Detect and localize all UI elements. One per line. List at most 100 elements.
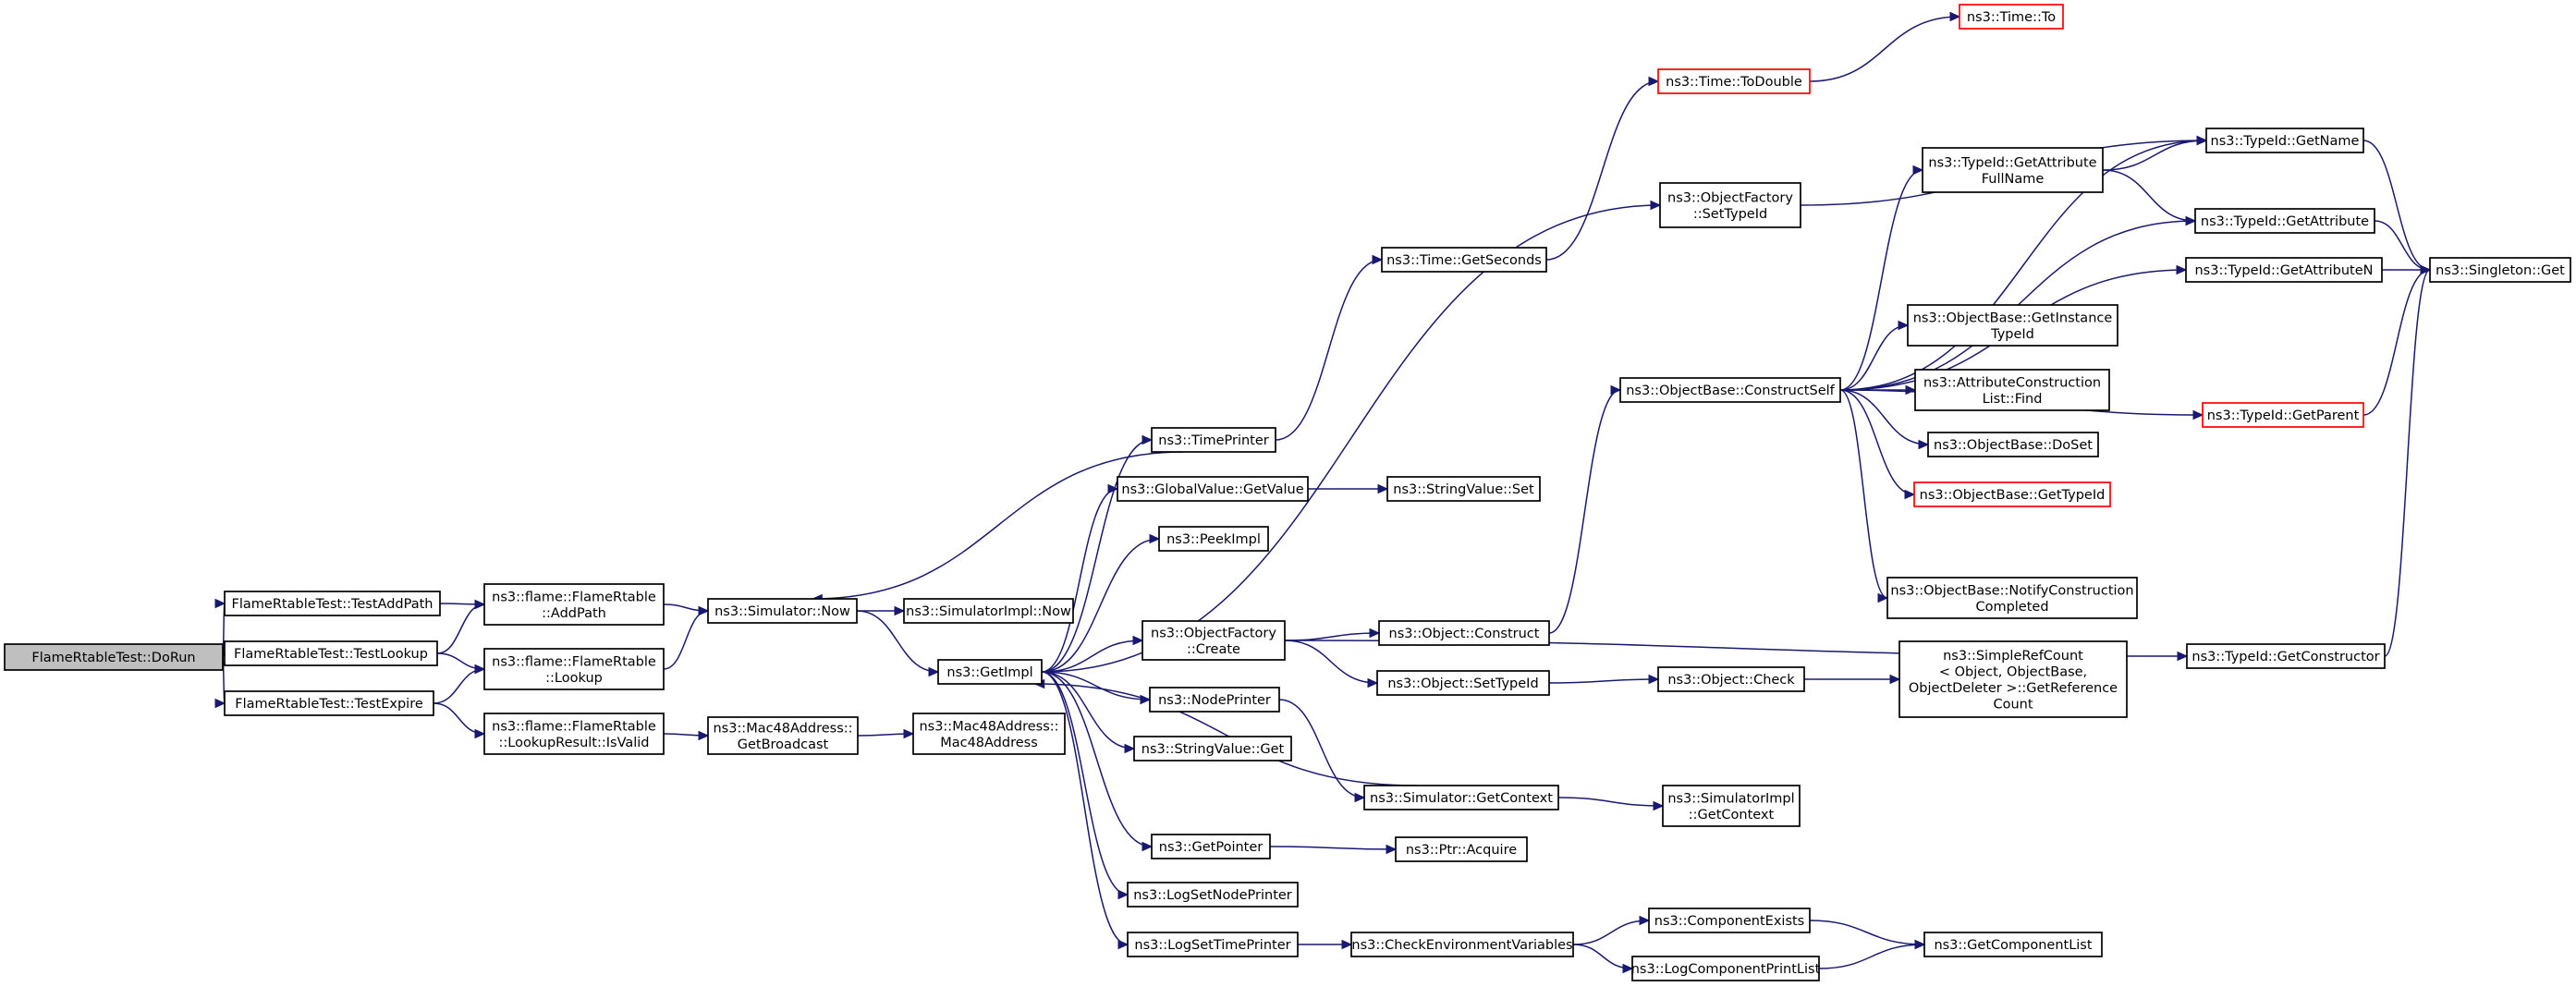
edge-line [1041, 538, 1160, 673]
node-getname[interactable]: ns3::TypeId::GetName [2205, 128, 2364, 153]
edge-line [2384, 269, 2431, 657]
node-box [1133, 736, 1292, 762]
node-getconstructor[interactable]: ns3::TypeId::GetConstructor [2186, 643, 2386, 669]
edge-arrowhead [1610, 384, 1622, 396]
node-singletonget[interactable]: ns3::Singleton::Get [2429, 257, 2571, 283]
node-getbroadcast[interactable]: ns3::Mac48Address::GetBroadcast [707, 716, 859, 755]
node-ofcreate[interactable]: ns3::ObjectFactory::Create [1141, 620, 1286, 661]
edge-line [433, 668, 485, 704]
node-box [912, 713, 1066, 755]
node-getparent[interactable]: ns3::TypeId::GetParent [2202, 402, 2364, 428]
node-logtimeprinter[interactable]: ns3::LogSetTimePrinter [1127, 932, 1299, 957]
edge-arrowhead [1369, 628, 1381, 639]
node-objcheck[interactable]: ns3::Object::Check [1657, 666, 1805, 692]
edge-line [1548, 678, 1659, 684]
node-testlookup[interactable]: FlameRtableTest::TestLookup [224, 640, 438, 666]
node-label: ns3::GlobalValue::GetValue [1121, 482, 1303, 497]
node-addpath[interactable]: ns3::flame::FlameRtable::AddPath [483, 583, 665, 626]
node-label: TypeId [1990, 327, 2034, 342]
node-label: ns3::StringValue::Set [1393, 482, 1534, 497]
node-ptracquire[interactable]: ns3::Ptr::Acquire [1395, 836, 1528, 862]
node-label: FlameRtableTest::TestAddPath [232, 597, 433, 612]
node-isvalid[interactable]: ns3::flame::FlameRtable::LookupResult::I… [483, 713, 665, 755]
node-constructself[interactable]: ns3::ObjectBase::ConstructSelf [1619, 377, 1841, 403]
edge-compexists-to-getcomplist [1809, 920, 1926, 950]
edge-arrowhead [1639, 915, 1651, 926]
node-getcomplist[interactable]: ns3::GetComponentList [1923, 932, 2103, 957]
node-logcompprint[interactable]: ns3::LogComponentPrintList [1631, 956, 1821, 981]
edge-line [1041, 671, 1129, 945]
node-box [903, 598, 1074, 624]
node-box [2202, 402, 2364, 428]
node-box [1381, 247, 1547, 273]
node-box [1927, 432, 2099, 457]
node-testaddpath[interactable]: FlameRtableTest::TestAddPath [224, 591, 441, 616]
node-notifyconstr[interactable]: ns3::ObjectBase::NotifyConstructionCompl… [1886, 577, 2138, 619]
edge-arrowhead [1354, 792, 1366, 803]
node-getimpl[interactable]: ns3::GetImpl [937, 659, 1043, 685]
edge-getimpl-to-timeprinter [1041, 434, 1154, 673]
node-ofsettypeid[interactable]: ns3::ObjectFactory::SetTypeId [1659, 182, 1801, 228]
node-box [1158, 526, 1269, 552]
node-objsettypeid[interactable]: ns3::Object::SetTypeId [1376, 670, 1550, 696]
node-objconstruct[interactable]: ns3::Object::Construct [1378, 620, 1550, 646]
edge-arrowhead [1650, 200, 1662, 211]
node-simimplgetcontext[interactable]: ns3::SimulatorImpl::GetContext [1662, 785, 1801, 827]
node-timeprinter[interactable]: ns3::TimePrinter [1151, 427, 1276, 453]
edge-line [1839, 324, 1909, 391]
edge-arrowhead [1905, 384, 1917, 396]
node-gvgetvalue[interactable]: ns3::GlobalValue::GetValue [1117, 476, 1309, 502]
node-obdoset[interactable]: ns3::ObjectBase::DoSet [1927, 432, 2099, 457]
node-lognodeprinter[interactable]: ns3::LogSetNodePrinter [1127, 882, 1299, 908]
edge-arrowhead [1367, 677, 1379, 688]
edge-arrowhead [894, 605, 906, 616]
node-getattributen[interactable]: ns3::TypeId::GetAttributeN [2185, 257, 2383, 283]
node-getattribute[interactable]: ns3::TypeId::GetAttribute [2194, 208, 2375, 234]
node-box [4, 643, 224, 671]
edge-arrowhead [1904, 489, 1916, 500]
edge-arrowhead [2177, 651, 2189, 662]
node-simgetcontext[interactable]: ns3::Simulator::GetContext [1363, 785, 1559, 810]
edge-arrowhead [698, 730, 710, 741]
node-simnow[interactable]: ns3::Simulator::Now [707, 598, 858, 624]
node-label: ns3::Object::SetTypeId [1387, 676, 1538, 691]
node-box [2186, 643, 2386, 669]
node-compexists[interactable]: ns3::ComponentExists [1648, 908, 1811, 933]
node-obgettypeid[interactable]: ns3::ObjectBase::GetTypeId [1913, 481, 2111, 507]
edge-getbroadcast-to-mac48 [857, 728, 915, 739]
node-checkenv[interactable]: ns3::CheckEnvironmentVariables [1350, 932, 1574, 957]
edge-line [1809, 920, 1925, 945]
node-srcget[interactable]: ns3::SimpleRefCount< Object, ObjectBase,… [1898, 640, 2128, 718]
node-label: FullName [1982, 172, 2045, 187]
node-svset[interactable]: ns3::StringValue::Set [1386, 476, 1541, 502]
edge-logcompprint-to-getcomplist [1818, 939, 1926, 969]
node-mac48[interactable]: ns3::Mac48Address::Mac48Address [912, 713, 1066, 755]
node-lookup[interactable]: ns3::flame::FlameRtable::Lookup [483, 648, 665, 690]
node-label: ns3::ObjectBase::GetTypeId [1920, 488, 2106, 503]
node-timeto[interactable]: ns3::Time::To [1959, 4, 2064, 30]
node-label: ns3::ObjectFactory [1151, 626, 1276, 640]
node-getpointer[interactable]: ns3::GetPointer [1151, 834, 1271, 859]
node-label: ns3::ObjectBase::GetInstance [1913, 311, 2113, 325]
edge-arrowhead [1377, 483, 1389, 494]
node-box [1886, 577, 2138, 619]
edge-getimpl-to-peekimpl [1041, 533, 1161, 673]
edge-getimpl-to-svget [1041, 671, 1136, 754]
node-todouble[interactable]: ns3::Time::ToDouble [1657, 68, 1811, 94]
node-label: ns3::Singleton::Get [2436, 263, 2565, 278]
node-testexpire[interactable]: FlameRtableTest::TestExpire [224, 690, 434, 716]
edge-getname-to-singletonget [2362, 140, 2432, 275]
edge-ofcreate-to-objsettypeid [1284, 640, 1379, 688]
node-svget[interactable]: ns3::StringValue::Get [1133, 736, 1292, 762]
edge-gvgetvalue-to-svset [1308, 483, 1389, 494]
node-simimplnow[interactable]: ns3::SimulatorImpl::Now [903, 598, 1074, 624]
node-label: FlameRtableTest::DoRun [31, 651, 195, 665]
node-getseconds[interactable]: ns3::Time::GetSeconds [1381, 247, 1547, 273]
node-peekimpl[interactable]: ns3::PeekImpl [1158, 526, 1269, 552]
node-nodeprinter[interactable]: ns3::NodePrinter [1149, 687, 1280, 713]
node-label: ns3::AttributeConstruction [1923, 375, 2101, 390]
edge-arrowhead [2192, 409, 2204, 420]
